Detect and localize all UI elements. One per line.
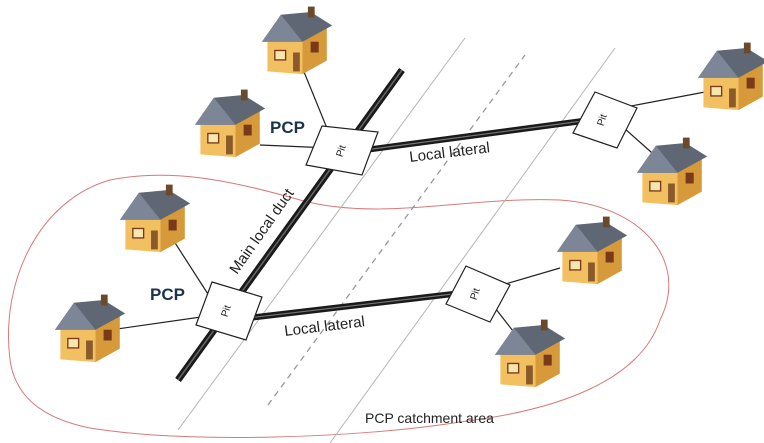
- house-icon: [120, 184, 191, 253]
- catchment-boundary: [8, 174, 670, 438]
- house-icon: [637, 137, 708, 206]
- pit-label: Pit: [596, 113, 610, 128]
- house-icon: [55, 294, 126, 363]
- guide-line-dashed: [267, 54, 526, 406]
- pcp-label-left: PCP: [150, 285, 185, 304]
- house-icon: [495, 319, 566, 388]
- pcp-label-top: PCP: [270, 118, 305, 137]
- pit-top-left: Pit: [305, 125, 379, 176]
- local-lateral-top-inner: [364, 119, 591, 151]
- pit-label: Pit: [469, 287, 483, 302]
- house-icon: [195, 89, 266, 158]
- catchment-area-label: PCP catchment area: [365, 410, 494, 426]
- pit-top-right: Pit: [572, 91, 638, 149]
- guide-line-2: [329, 47, 616, 443]
- house-icon: [557, 216, 628, 285]
- pit-label: Pit: [335, 144, 349, 159]
- pit-bottom-left: Pit: [195, 281, 263, 341]
- house-icon: [262, 6, 333, 75]
- pit-bottom-right: Pit: [445, 265, 511, 323]
- house-icon: [698, 42, 764, 111]
- local-lateral-bottom-inner: [247, 291, 471, 319]
- guide-line-1: [177, 37, 466, 431]
- pit-label: Pit: [220, 304, 234, 319]
- local-lateral-bottom-label: Local lateral: [283, 313, 365, 340]
